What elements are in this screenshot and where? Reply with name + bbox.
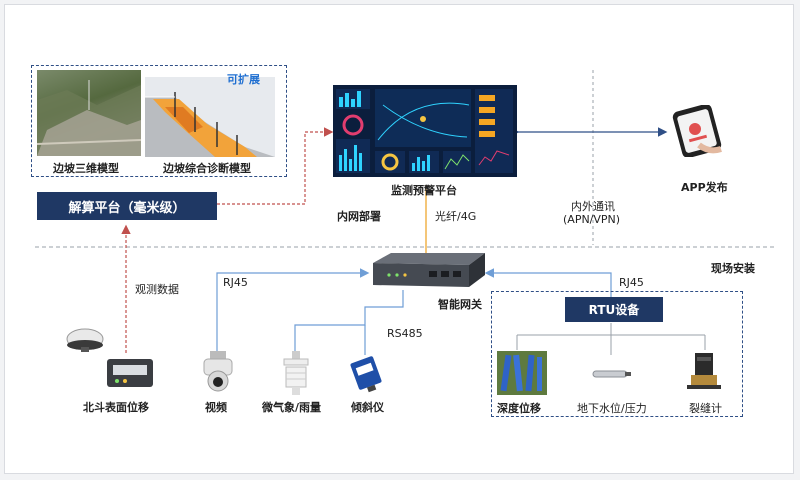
beidou-displacement-label: 北斗表面位移 xyxy=(83,401,149,414)
gateway-device-icon xyxy=(373,253,485,287)
weather-sensor-icon xyxy=(283,351,309,395)
solver-platform-box: 解算平台（毫米级） xyxy=(37,192,217,220)
external-comm-label: 内外通讯 xyxy=(571,200,615,213)
slope-diagnosis-model-label: 边坡综合诊断模型 xyxy=(163,162,251,175)
weather-station-image xyxy=(278,351,314,395)
dome-camera-icon xyxy=(203,351,233,392)
slope-3d-model-image xyxy=(36,70,142,156)
rs485-line xyxy=(294,290,404,353)
weather-rain-label: 微气象/雨量 xyxy=(262,401,322,414)
fiber-4g-label: 光纤/4G xyxy=(435,210,477,223)
rtu-rj45-line xyxy=(484,268,612,297)
beidou-receiver-image xyxy=(105,355,155,389)
site-install-label: 现场安装 xyxy=(711,262,755,275)
connection-lines xyxy=(35,70,775,357)
groundwater-sensor-image xyxy=(591,359,633,389)
rj45-right-label: RJ45 xyxy=(619,276,644,289)
app-release-label: APP发布 xyxy=(681,181,728,194)
slope-3d-model-label: 边坡三维模型 xyxy=(53,162,119,175)
rtu-device-box: RTU设备 xyxy=(565,297,663,322)
inclinometer-probes-icon xyxy=(500,354,542,392)
crack-meter-icon xyxy=(687,353,721,389)
crack-meter-image xyxy=(685,351,721,393)
expandable-badge: 可扩展 xyxy=(227,73,260,86)
depth-displacement-image xyxy=(497,351,547,395)
gnss-antenna-image xyxy=(63,323,107,353)
intranet-deployment-label: 内网部署 xyxy=(337,210,381,223)
depth-displacement-label: 深度位移 xyxy=(497,402,541,415)
beidou-receiver-icon xyxy=(107,359,153,387)
video-rj45-line xyxy=(216,268,370,357)
observation-data-label: 观测数据 xyxy=(135,283,179,296)
gnss-antenna-icon xyxy=(66,328,104,352)
tiltmeter-icon xyxy=(350,356,382,393)
apn-vpn-label: (APN/VPN) xyxy=(563,213,621,226)
rs485-label: RS485 xyxy=(387,327,423,340)
crack-meter-label: 裂缝计 xyxy=(689,402,722,415)
slope-cross-section-graphic xyxy=(145,92,275,157)
tiltmeter-image xyxy=(348,353,384,393)
monitoring-platform-label: 监测预警平台 xyxy=(391,184,457,197)
phone-icon xyxy=(672,103,722,159)
dashboard-graphic xyxy=(336,89,513,173)
video-label: 视频 xyxy=(205,401,227,414)
rtu-panel xyxy=(491,291,743,417)
groundwater-pressure-label: 地下水位/压力 xyxy=(577,402,647,415)
rj45-left-label: RJ45 xyxy=(223,276,248,289)
model-panel xyxy=(31,65,287,177)
slope-diagnosis-model-image xyxy=(145,77,275,157)
piezometer-icon xyxy=(592,370,631,378)
slope-terrain-graphic xyxy=(36,80,142,156)
tiltmeter-label: 倾斜仪 xyxy=(351,401,384,414)
smart-gateway-image xyxy=(369,251,487,291)
architecture-diagram: 边坡三维模型 可扩展 边坡综合诊断模型 解算平台（毫米级） xyxy=(4,4,794,474)
monitoring-dashboard-image xyxy=(333,85,517,177)
video-camera-image xyxy=(200,349,236,393)
phone-app-image xyxy=(669,103,727,159)
solver-to-monitor-line xyxy=(217,127,334,205)
smart-gateway-label: 智能网关 xyxy=(438,298,482,311)
